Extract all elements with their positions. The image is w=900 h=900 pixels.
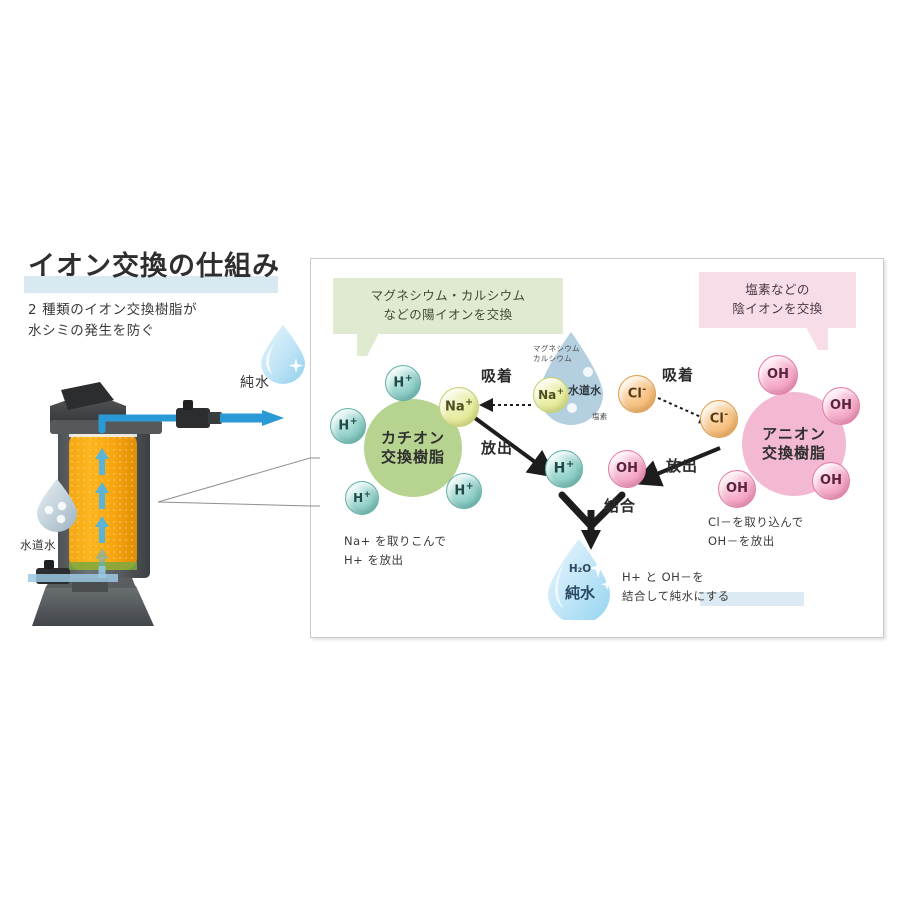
tapwater-center-label: 水道水	[568, 384, 601, 397]
anion-resin-line-1: アニオン	[762, 425, 826, 444]
ion-na-plus-cation-label: Na+	[445, 397, 473, 415]
ion-h-plus-3: H+	[345, 481, 379, 515]
anion-resin-line-2: 交換樹脂	[761, 444, 826, 462]
page-title: イオン交換の仕組み	[28, 251, 280, 282]
ion-h-plus-free: H+	[545, 450, 583, 488]
tapwater-label-mg: マグネシウム	[533, 344, 580, 353]
ion-cl-minus-source: Cl-	[618, 375, 656, 413]
result-pure-water-drop-icon	[540, 536, 618, 620]
caption-cation-line-1: Na+ を取りこんで	[344, 534, 447, 548]
caption-bottom-line-2: 結合して純水にする	[622, 588, 730, 603]
tapwater-label-chlorine: 塩素	[592, 412, 608, 421]
tapwater-label-ca: カルシウム	[533, 354, 572, 364]
ion-oh-minus-1: OH	[758, 355, 798, 395]
ion-cl-minus-anion-label: Cl-	[709, 409, 729, 427]
caption-bottom: H+ と OH－を 結合して純水にする	[622, 568, 730, 606]
caption-cation-line-2: H+ を放出	[344, 552, 404, 567]
result-label: 純水	[564, 584, 595, 602]
callout-cation: マグネシウム・カルシウム などの陽イオンを交換	[333, 278, 563, 356]
label-release-left: 放出	[481, 439, 514, 457]
ion-oh-minus-4-label: OH	[820, 472, 842, 488]
ion-h-plus-4-label: H+	[454, 481, 474, 499]
ion-na-plus-source: Na+	[533, 377, 569, 413]
label-adsorb-left: 吸着	[481, 367, 514, 385]
callout-anion: 塩素などの 陰イオンを交換	[699, 272, 856, 350]
ion-h-plus-free-label: H+	[553, 459, 575, 477]
label-adsorb-right: 吸着	[662, 366, 695, 384]
ion-h-plus-1: H+	[385, 365, 421, 401]
ion-h-plus-2-label: H+	[338, 416, 358, 434]
label-release-right: 放出	[666, 457, 699, 475]
callout-cation-tail	[357, 332, 379, 356]
ion-oh-minus-4: OH	[812, 462, 850, 500]
callout-anion-tail	[806, 326, 828, 350]
tapwater-drop-top-labels: マグネシウム カルシウム	[533, 344, 603, 364]
callout-connector-lines	[157, 457, 320, 507]
caption-bottom-line-1: H+ と OH－を	[622, 570, 705, 584]
ion-oh-minus-2: OH	[822, 387, 860, 425]
pure-water-drop-icon	[255, 322, 311, 384]
ion-oh-minus-free: OH	[608, 450, 646, 488]
ion-na-plus-source-label: Na+	[538, 386, 564, 402]
ion-na-plus-cation: Na+	[439, 387, 479, 427]
ion-h-plus-1-label: H+	[393, 373, 413, 391]
pure-water-label: 純水	[240, 375, 270, 391]
ion-oh-minus-2-label: OH	[830, 397, 852, 413]
callout-cation-line-2: などの陽イオンを交換	[383, 306, 513, 322]
reaction-arrows	[473, 397, 721, 550]
ion-oh-minus-3-label: OH	[726, 480, 748, 496]
tap-water-drop-icon	[32, 476, 82, 532]
result-formula: H₂O	[568, 563, 592, 575]
cation-resin-line-1: カチオン	[380, 429, 445, 448]
caption-anion-line-2: OH－を放出	[708, 533, 775, 548]
ion-cl-minus-anion: Cl-	[700, 400, 738, 438]
callout-anion-line-2: 陰イオンを交換	[732, 300, 823, 316]
subtitle-line-2: 水シミの発生を防ぐ	[28, 322, 155, 339]
filter-device-illustration	[28, 382, 284, 626]
caption-bottom-highlight	[700, 592, 804, 606]
ion-h-plus-2: H+	[330, 408, 366, 444]
caption-anion-line-1: Cl－を取り込んで	[708, 515, 804, 529]
ion-h-plus-4: H+	[446, 473, 482, 509]
ion-oh-minus-1-label: OH	[767, 366, 789, 382]
callout-anion-line-1: 塩素などの	[745, 282, 810, 297]
page-subtitle: 2 種類のイオン交換樹脂が 水シミの発生を防ぐ	[28, 300, 197, 342]
subtitle-line-1: 2 種類のイオン交換樹脂が	[28, 302, 198, 318]
tap-water-label: 水道水	[20, 538, 56, 552]
label-combine: 結合	[604, 497, 637, 515]
ion-cl-minus-source-label: Cl-	[627, 384, 647, 402]
ion-oh-minus-3: OH	[718, 470, 756, 508]
cation-resin-line-2: 交換樹脂	[380, 448, 445, 466]
caption-anion: Cl－を取り込んで OH－を放出	[708, 513, 804, 551]
ion-h-plus-3-label: H+	[353, 489, 371, 505]
callout-cation-line-1: マグネシウム・カルシウム	[370, 288, 526, 303]
ion-oh-minus-free-label: OH	[616, 460, 638, 476]
title-highlight-bar	[24, 276, 278, 293]
caption-cation: Na+ を取りこんで H+ を放出	[344, 532, 446, 570]
